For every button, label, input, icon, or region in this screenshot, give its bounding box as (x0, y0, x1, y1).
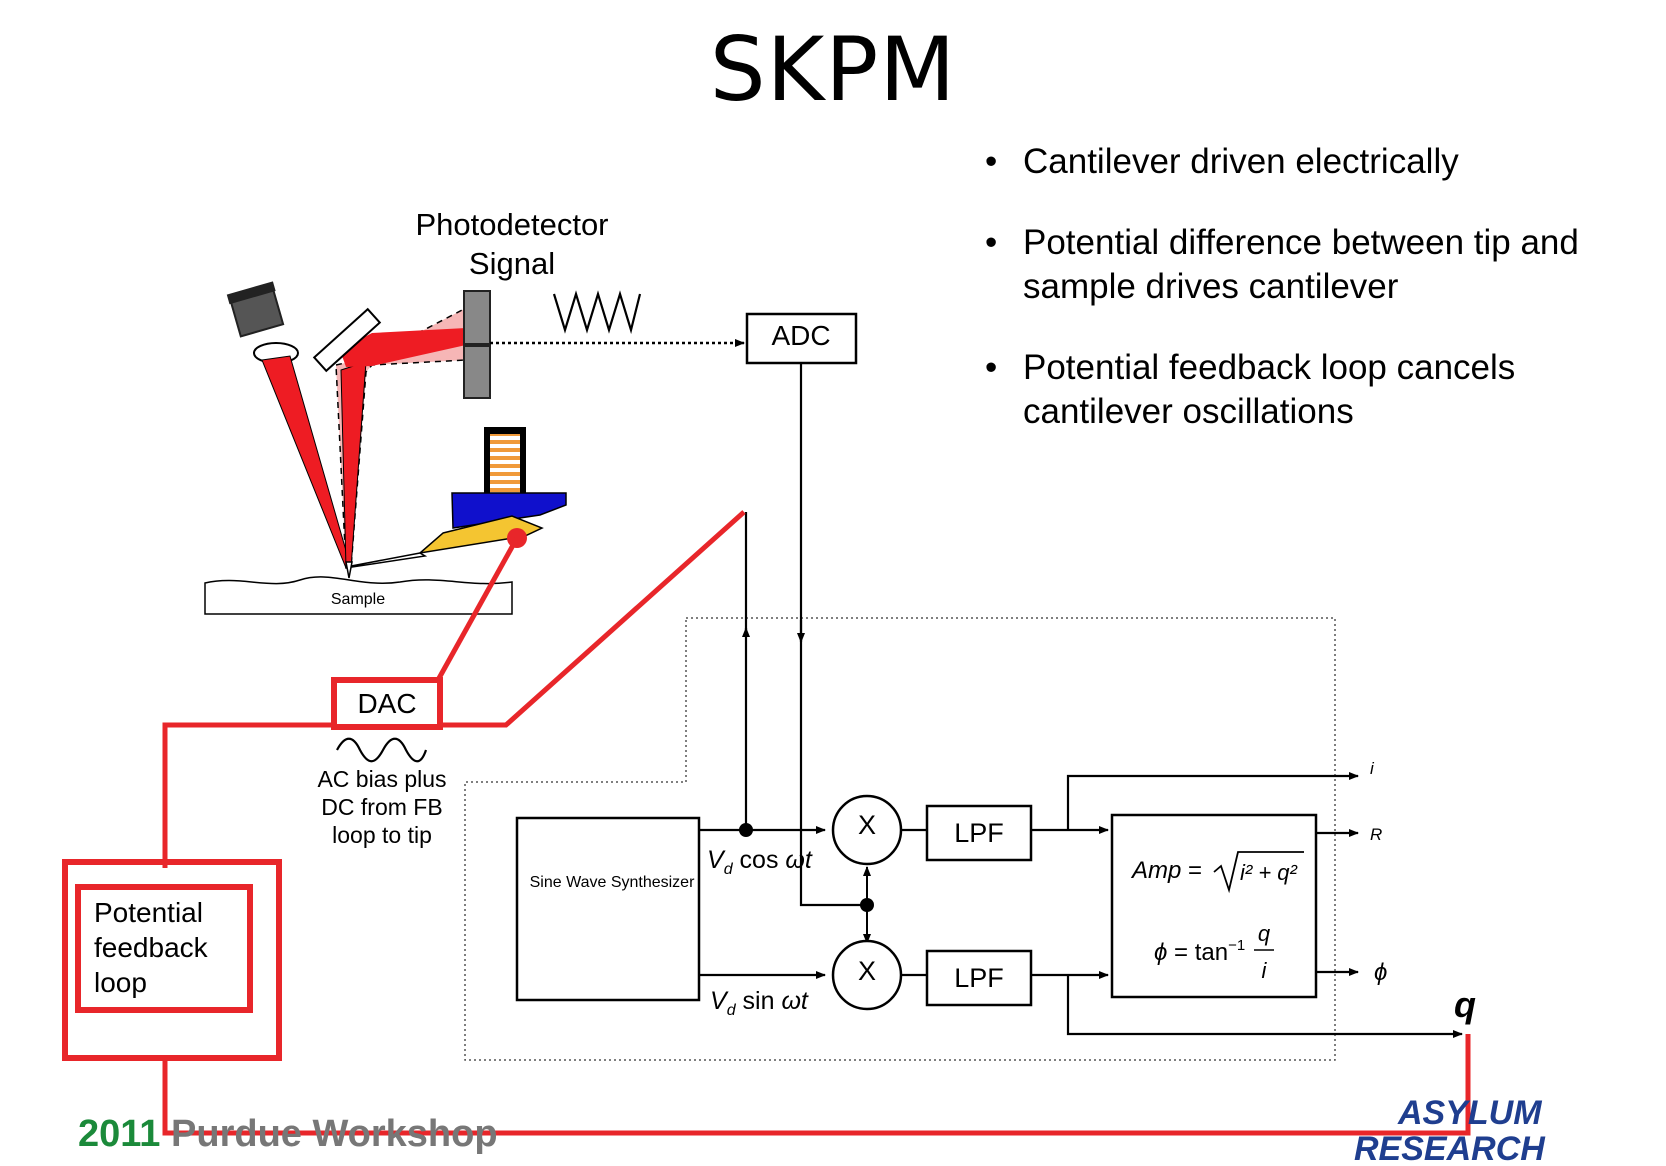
mixer-cos-label: X (858, 810, 876, 840)
sine-synthesizer-label: Sine Wave Synthesizer (530, 874, 695, 891)
bullet-text: Potential feedback loop cancels cantilev… (1023, 348, 1516, 431)
adc-label: ADC (771, 320, 830, 351)
footer-text: Purdue Workshop (160, 1113, 498, 1155)
bullet-marker: • (985, 142, 998, 181)
sqrt-symbol-icon (1213, 851, 1304, 894)
mixer-sin-label: X (858, 956, 876, 986)
bullet-item: • Potential difference between tip and s… (985, 221, 1645, 309)
output-q-label: q (1454, 984, 1476, 1025)
sample-label: Sample (331, 591, 385, 608)
feedback-loop-outer-frame (62, 859, 282, 1061)
phase-formula: ϕ = tan−1 (1154, 937, 1245, 966)
amp-radicand: i² + q² (1240, 860, 1298, 885)
mirror-icon (312, 307, 382, 373)
ac-bias-label-3: loop to tip (332, 822, 432, 848)
logo-line1: ASYLUM (1397, 1094, 1542, 1132)
bullet-list: • Cantilever driven electrically • Poten… (985, 140, 1645, 471)
amp-phase-block (1110, 813, 1318, 999)
lockin-enclosure (464, 617, 1336, 1061)
footer-workshop: 2011 Purdue Workshop (78, 1113, 498, 1156)
feedback-loop-wiring (162, 510, 1471, 1136)
q-output-line (1066, 975, 1463, 1038)
output-i-label: i (1370, 759, 1375, 778)
sin-reference-label: Vd sin ωt (710, 987, 809, 1019)
asylum-research-logo: ASYLUM RESEARCH (1354, 1094, 1546, 1166)
adc-signal-line (799, 363, 867, 907)
cos-reference-label: Vd cos ωt (707, 846, 813, 878)
feedback-loop-label-2: feedback (94, 932, 209, 963)
bullet-text: Potential difference between tip and sam… (1023, 223, 1579, 306)
signal-wave-icon (552, 290, 642, 335)
lpf-cos-block (925, 804, 1033, 862)
phase-denominator: i (1262, 958, 1268, 983)
ac-bias-label-2: DC from FB (321, 794, 442, 820)
photodetector-label-2: Signal (469, 246, 555, 281)
bullet-marker: • (985, 223, 998, 262)
bullet-marker: • (985, 348, 998, 387)
sine-synthesizer-block (515, 816, 701, 1002)
bullet-item: • Cantilever driven electrically (985, 140, 1645, 184)
i-output-line (1066, 772, 1359, 830)
lpf-sin-block (925, 949, 1033, 1007)
laser-source-icon (226, 281, 299, 364)
feedback-loop-label-3: loop (94, 967, 147, 998)
output-phi-label: ϕ (1374, 959, 1387, 986)
afm-illustration: Sample (204, 281, 567, 615)
dac-block (331, 677, 443, 730)
lpf-sin-label: LPF (954, 963, 1004, 993)
ac-bias-label: AC bias plus (317, 766, 446, 792)
lpf-cos-label: LPF (954, 818, 1004, 848)
sample-block (204, 576, 513, 615)
feedback-loop-block (75, 884, 253, 1013)
output-r-label: R (1370, 825, 1382, 844)
phase-numerator: q (1258, 921, 1271, 946)
slide-title: SKPM (709, 18, 957, 121)
amp-formula: Amp = (1130, 857, 1202, 884)
feedback-loop-label: Potential (94, 897, 203, 928)
footer-year: 2011 (78, 1113, 161, 1155)
bullet-item: • Potential feedback loop cancels cantil… (985, 346, 1645, 434)
bullet-text: Cantilever driven electrically (1023, 142, 1459, 181)
logo-line2: RESEARCH (1354, 1130, 1546, 1166)
dac-label: DAC (357, 688, 416, 719)
photodetector-label: Photodetector (415, 207, 608, 242)
photodetector-icon (463, 290, 491, 399)
adc-block (745, 312, 858, 365)
ac-bias-wave-icon (336, 737, 428, 763)
